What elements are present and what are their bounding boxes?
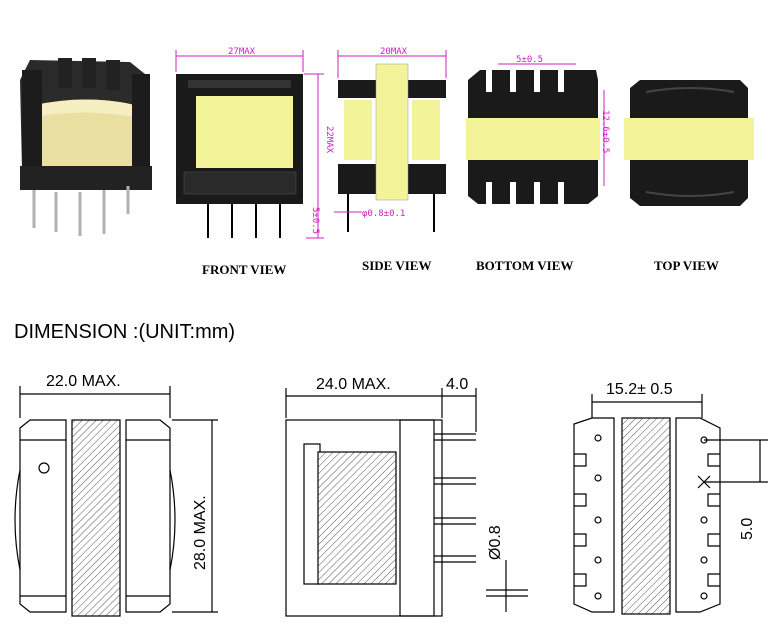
lower-side-pin-dia-dim: Ø0.8: [487, 525, 504, 560]
side-view-drawing: [285, 388, 528, 617]
side-pin-dim: φ0.8±0.1: [362, 209, 405, 219]
lower-front-height-dim: 28.0 MAX.: [192, 495, 209, 570]
lower-front-width-dim: 22.0 MAX.: [46, 373, 121, 390]
bottom-height-dim: 12.6±0.5: [600, 110, 610, 153]
side-width-dim: 20MAX: [380, 47, 408, 57]
front-width-dim: 27MAX: [228, 47, 256, 57]
transformer-photo: [20, 58, 152, 236]
bottom-view-caption: BOTTOM VIEW: [476, 258, 573, 273]
top-view-caption: TOP VIEW: [654, 258, 719, 273]
bottom-view-top: [466, 63, 605, 204]
lower-side-pin-len-dim: 4.0: [446, 376, 468, 393]
lower-side-width-dim: 24.0 MAX.: [316, 376, 391, 393]
bottom-view-drawing: [573, 394, 768, 615]
side-view-caption: SIDE VIEW: [362, 258, 431, 273]
dimension-heading: DIMENSION :(UNIT:mm): [14, 321, 235, 343]
top-view-top: [624, 80, 754, 206]
lower-bottom-pitch-dim: 5.0: [739, 518, 756, 540]
front-pin-dim: 5±0.5: [310, 207, 320, 234]
bottom-pitch-dim: 5±0.5: [516, 55, 543, 65]
front-view-top: [175, 50, 324, 239]
lower-bottom-width-dim: 15.2± 0.5: [606, 381, 673, 398]
front-height-dim: 22MAX: [324, 126, 334, 154]
side-view-top: [334, 50, 447, 232]
front-view-drawing: [14, 386, 218, 617]
front-view-caption: FRONT VIEW: [202, 262, 286, 277]
